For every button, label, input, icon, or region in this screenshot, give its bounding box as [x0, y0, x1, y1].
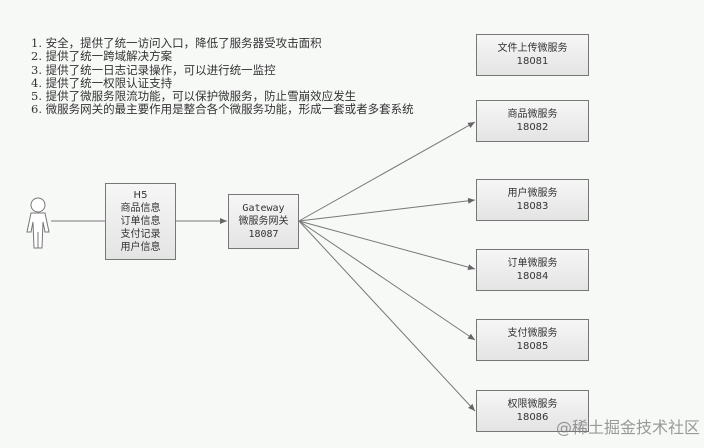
h5-item: 用户信息: [120, 242, 161, 253]
gateway-title: Gateway: [242, 203, 285, 214]
service-port: 18085: [516, 341, 549, 352]
gateway-benefits-list: 1. 安全，提供了统一访问入口，降低了服务器受攻击面积 2. 提供了统一跨域解决…: [31, 36, 414, 117]
service-box-auth: 权限微服务 18086: [476, 390, 589, 432]
h5-item: 订单信息: [120, 216, 161, 227]
h5-client-box: H5 商品信息 订单信息 支付记录 用户信息: [105, 183, 176, 260]
gateway-port: 18087: [248, 229, 279, 240]
service-name: 权限微服务: [507, 399, 558, 410]
note-line: 6. 微服务网关的最主要作用是整合各个微服务功能，形成一套或者多套系统: [31, 102, 414, 117]
note-line: 4. 提供了统一权限认证支持: [31, 75, 173, 90]
watermark: @稀土掘金技术社区: [556, 418, 701, 437]
service-box-order: 订单微服务 18084: [476, 249, 589, 291]
service-port: 18083: [516, 201, 549, 212]
note-line: 5. 提供了微服务限流功能，可以保护微服务，防止雪崩效应发生: [31, 89, 357, 104]
service-box-goods: 商品微服务 18082: [476, 100, 589, 142]
h5-title: H5: [133, 190, 148, 201]
service-port: 18086: [516, 412, 549, 423]
gateway-to-service-arrow: [298, 220, 476, 341]
gateway-name: 微服务网关: [238, 216, 289, 227]
gateway-to-service-arrow: [298, 220, 476, 271]
service-port: 18081: [516, 56, 549, 67]
service-name: 用户微服务: [507, 188, 558, 199]
gateway-box: Gateway 微服务网关 18087: [228, 194, 299, 249]
service-name: 文件上传微服务: [497, 43, 568, 54]
service-name: 支付微服务: [507, 328, 558, 339]
service-name: 商品微服务: [507, 109, 558, 120]
service-box-file-upload: 文件上传微服务 18081: [476, 34, 589, 76]
note-line: 2. 提供了统一跨域解决方案: [31, 49, 173, 64]
user-actor-icon: [26, 197, 50, 249]
service-port: 18082: [516, 122, 549, 133]
service-name: 订单微服务: [507, 258, 558, 269]
h5-item: 支付记录: [120, 229, 161, 240]
service-port: 18084: [516, 271, 549, 282]
gateway-to-service-arrow: [298, 220, 476, 412]
h5-item: 商品信息: [120, 203, 161, 214]
gateway-to-service-arrow: [298, 197, 476, 222]
gateway-to-service-arrow: [298, 121, 476, 222]
note-line: 3. 提供了统一日志记录操作，可以进行统一监控: [31, 62, 276, 77]
note-line: 1. 安全，提供了统一访问入口，降低了服务器受攻击面积: [31, 36, 322, 50]
service-box-user: 用户微服务 18083: [476, 179, 589, 221]
service-box-payment: 支付微服务 18085: [476, 319, 589, 361]
